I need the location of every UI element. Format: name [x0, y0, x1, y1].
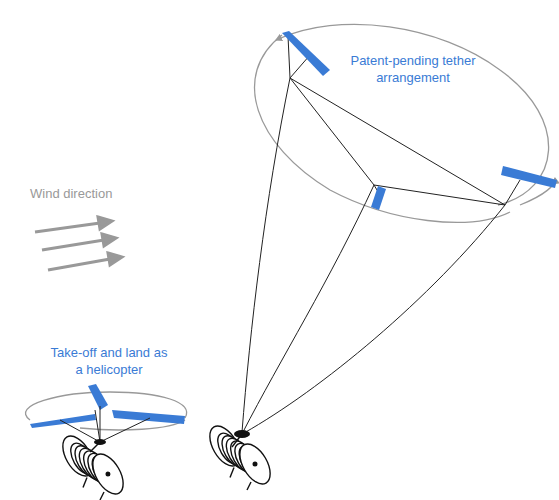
tether-spools: [57, 421, 277, 500]
flight-path: [255, 24, 556, 222]
spool-part: [83, 477, 87, 487]
tether-anchor: [234, 430, 250, 438]
spool-part: [253, 462, 257, 466]
kite-blades: [282, 31, 557, 210]
spool-part: [247, 482, 251, 490]
wind-arrows: [35, 217, 122, 270]
spool-part: [234, 439, 277, 489]
spool-part: [87, 449, 130, 499]
spool-part: [90, 442, 100, 452]
spool-part: [100, 492, 104, 500]
callout-label: Take-off and land as a helicopter: [47, 344, 171, 378]
tethers: [242, 36, 520, 433]
callout-label: Patent-pending tether arrangement: [348, 52, 478, 86]
axis-label: Wind direction: [30, 185, 140, 202]
spool-part: [106, 472, 110, 476]
spool-part: [230, 467, 234, 477]
helicopter-rotor: [25, 384, 186, 445]
